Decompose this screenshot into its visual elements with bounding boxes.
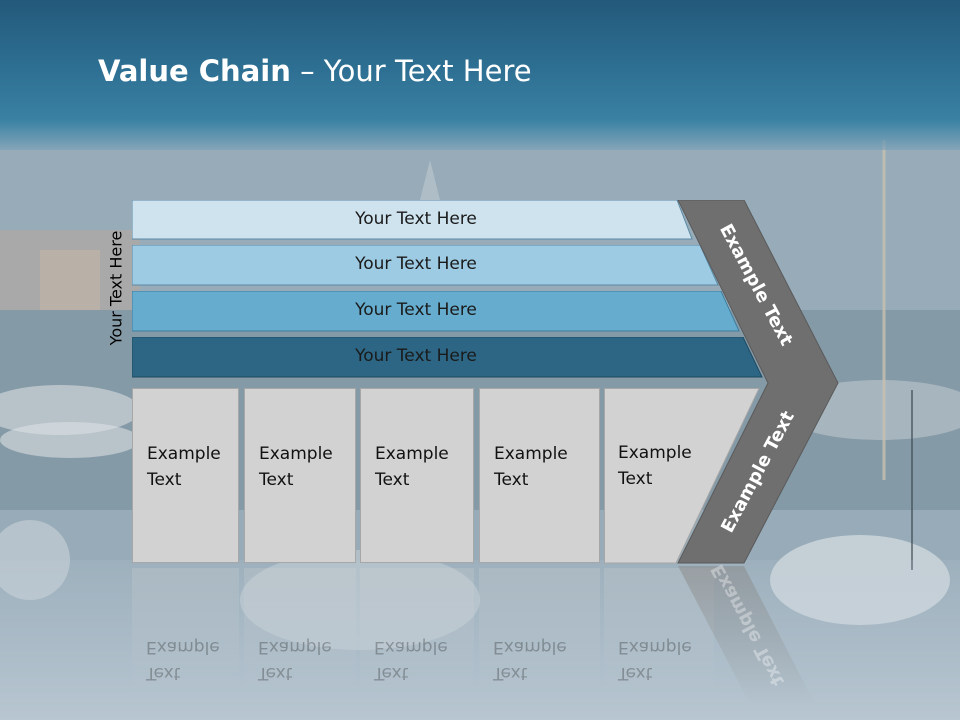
primary-box-4-line1: Example	[494, 444, 568, 464]
primary-box-4-line2: Text	[494, 470, 529, 490]
support-bar-1-label: Your Text Here	[355, 209, 477, 229]
primary-box-3: Example Text	[360, 388, 474, 563]
primary-box-2-line1: Example	[259, 444, 333, 464]
title-bar	[0, 0, 960, 150]
chevron-reflection	[678, 566, 816, 706]
primary-box-1-line2: Text	[147, 470, 182, 490]
primary-box-2: Example Text	[244, 388, 356, 563]
support-bar-4-label: Your Text Here	[355, 346, 477, 366]
primary-box-3-line1: Example	[375, 444, 449, 464]
support-bar-3-label: Your Text Here	[355, 300, 477, 320]
primary-box-5-line2: Text	[618, 469, 653, 489]
support-bar-2-label: Your Text Here	[355, 254, 477, 274]
primary-box-1-line1: Example	[147, 444, 221, 464]
margin-chevron	[677, 200, 839, 564]
primary-box-5-shape	[604, 388, 760, 564]
primary-box-5: Example Text	[618, 440, 692, 492]
slide-title: Value Chain – Your Text Here	[98, 54, 532, 88]
primary-box-3-line2: Text	[375, 470, 410, 490]
title-rest: – Your Text Here	[290, 54, 532, 88]
title-bold: Value Chain	[98, 54, 291, 88]
primary-box-1: Example Text	[132, 388, 239, 563]
side-label: Your Text Here	[106, 230, 126, 346]
primary-box-4: Example Text	[479, 388, 600, 563]
primary-box-2-line2: Text	[259, 470, 294, 490]
primary-box-5-line1: Example	[618, 443, 692, 463]
